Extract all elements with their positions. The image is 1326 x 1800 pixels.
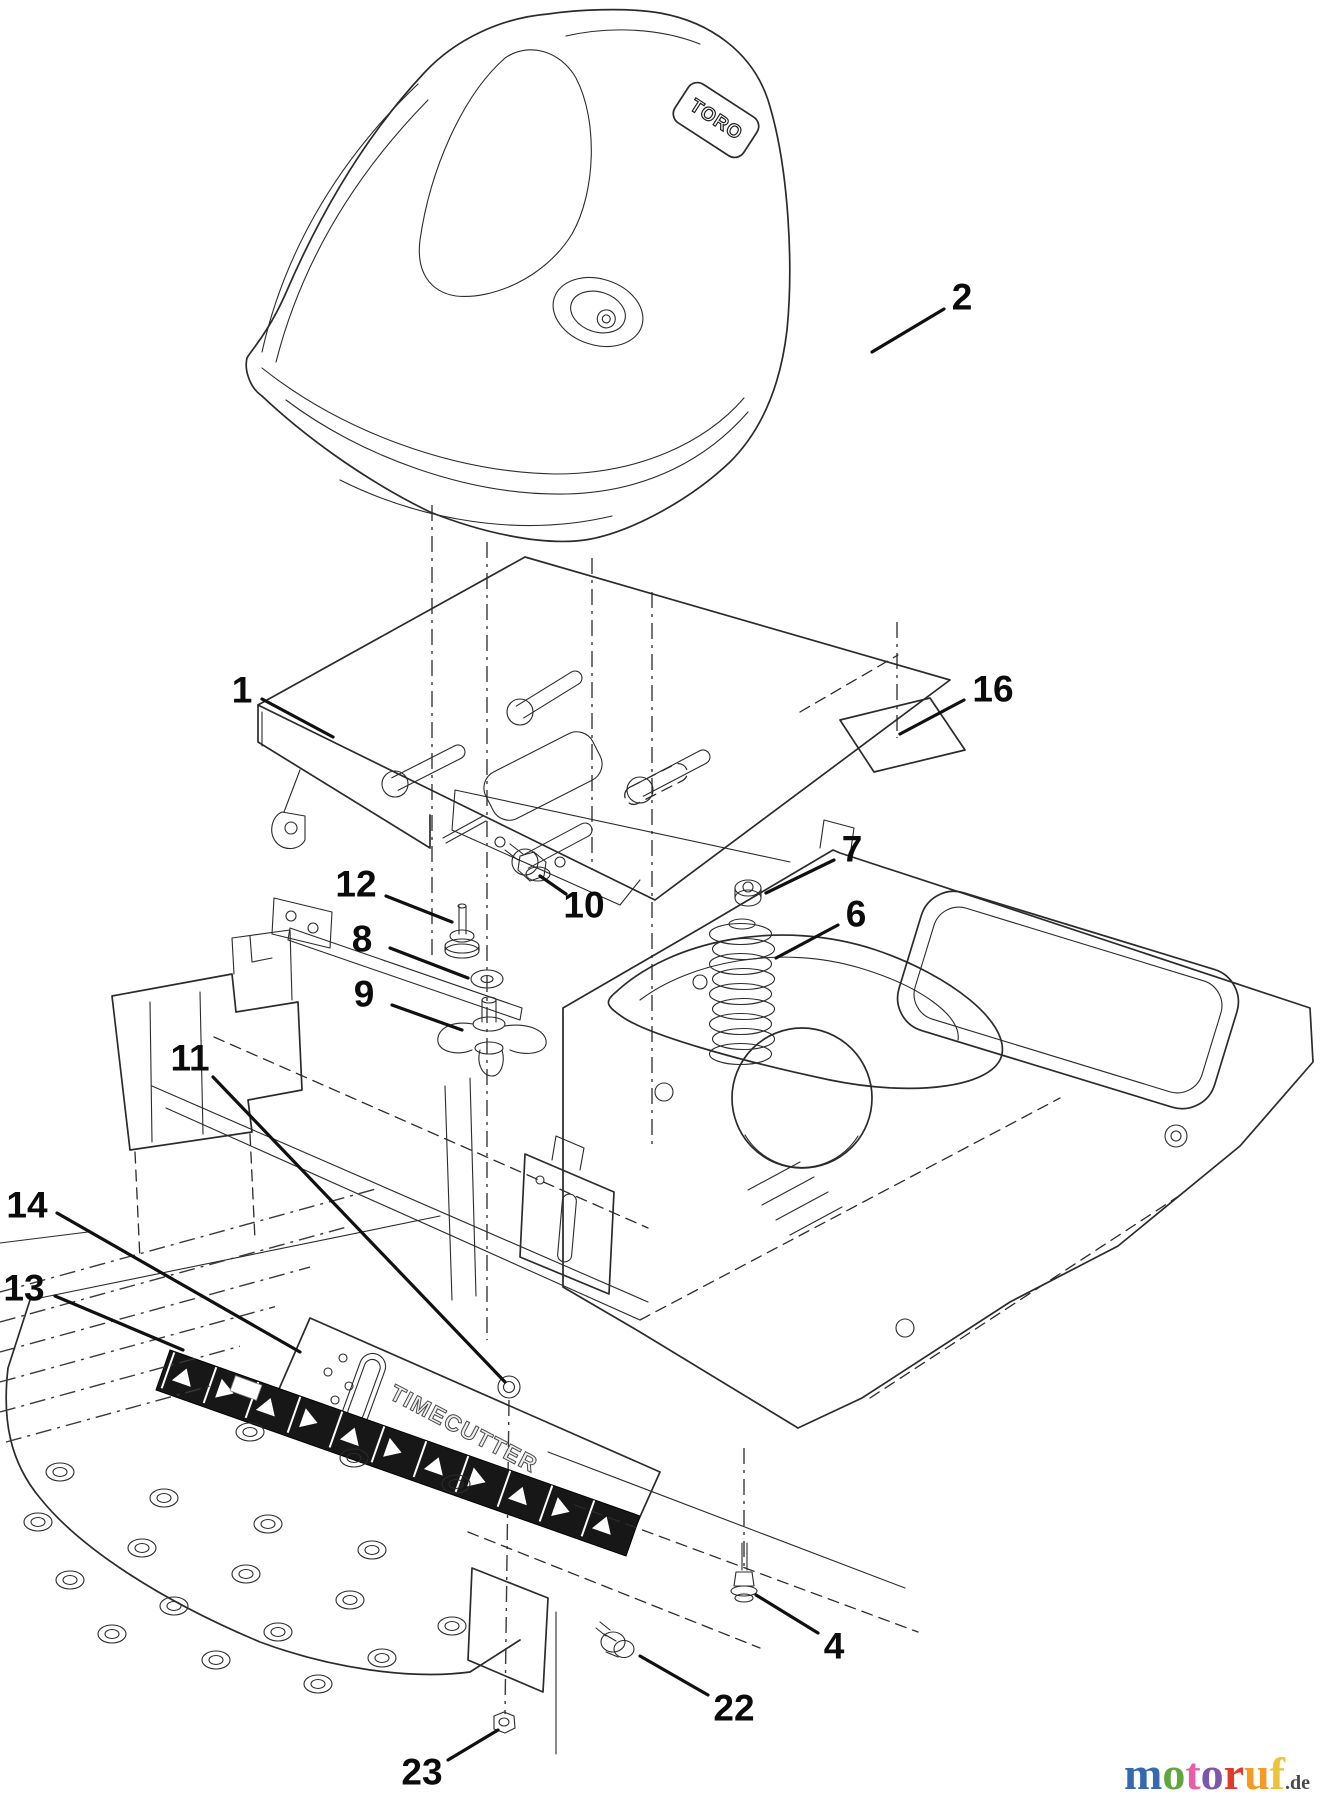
nut-7 (734, 879, 762, 907)
leader-line-7 (764, 858, 836, 895)
grommet-11 (497, 1375, 521, 1399)
part-label-23: 23 (401, 1752, 442, 1793)
part-label-6: 6 (846, 894, 867, 935)
part-label-12: 12 (335, 864, 376, 905)
leader-line-6 (774, 923, 840, 960)
bolt-22 (595, 1621, 635, 1659)
leader-line-13 (53, 1294, 185, 1352)
part-label-9: 9 (354, 974, 375, 1015)
centerlines (431, 505, 898, 1715)
part-label-14: 14 (6, 1185, 48, 1226)
part-label-4: 4 (824, 1626, 845, 1667)
toro-badge: TORO (672, 81, 760, 159)
leader-line-16 (898, 698, 966, 736)
plate-keyhole-slots (381, 670, 711, 876)
leader-line-14 (55, 1211, 302, 1354)
bolt-12 (444, 903, 480, 959)
part-label-7: 7 (842, 829, 863, 870)
part-label-11: 11 (170, 1038, 209, 1079)
leader-line-10 (538, 874, 568, 896)
decal-16 (799, 654, 966, 773)
chassis-frame (562, 819, 1314, 1429)
seat-latch-hole (552, 276, 644, 348)
knob-9 (437, 996, 547, 1077)
part-label-1: 1 (232, 670, 253, 711)
leader-line-1 (260, 697, 335, 739)
motoruf-watermark: motoruf.de (1124, 1748, 1310, 1799)
part-label-10: 10 (563, 885, 604, 926)
bolt-4 (730, 1542, 758, 1603)
leader-line-8 (388, 946, 470, 980)
left-frame (111, 897, 649, 1321)
decal-strip-13 (155, 1349, 641, 1557)
part-label-13: 13 (3, 1268, 44, 1309)
leader-line-22 (638, 1654, 710, 1697)
spring-6 (708, 918, 776, 1066)
bolt-10 (504, 843, 551, 882)
leader-line-4 (754, 1593, 820, 1635)
leader-line-9 (390, 1003, 464, 1032)
leader-line-2 (870, 307, 946, 354)
toro-logo-text: TORO (686, 95, 747, 144)
part-label-22: 22 (713, 1688, 754, 1729)
leader-line-11 (211, 1075, 507, 1384)
leader-line-12 (384, 894, 454, 924)
part-label-8: 8 (352, 919, 373, 960)
nut-23 (493, 1711, 516, 1734)
part-label-2: 2 (952, 277, 973, 318)
washer-8 (470, 969, 504, 989)
part-label-16: 16 (972, 669, 1013, 710)
seat-plate (257, 556, 951, 906)
leader-line-23 (446, 1728, 500, 1762)
seat: TORO (245, 8, 791, 543)
footrest (0, 1187, 521, 1694)
